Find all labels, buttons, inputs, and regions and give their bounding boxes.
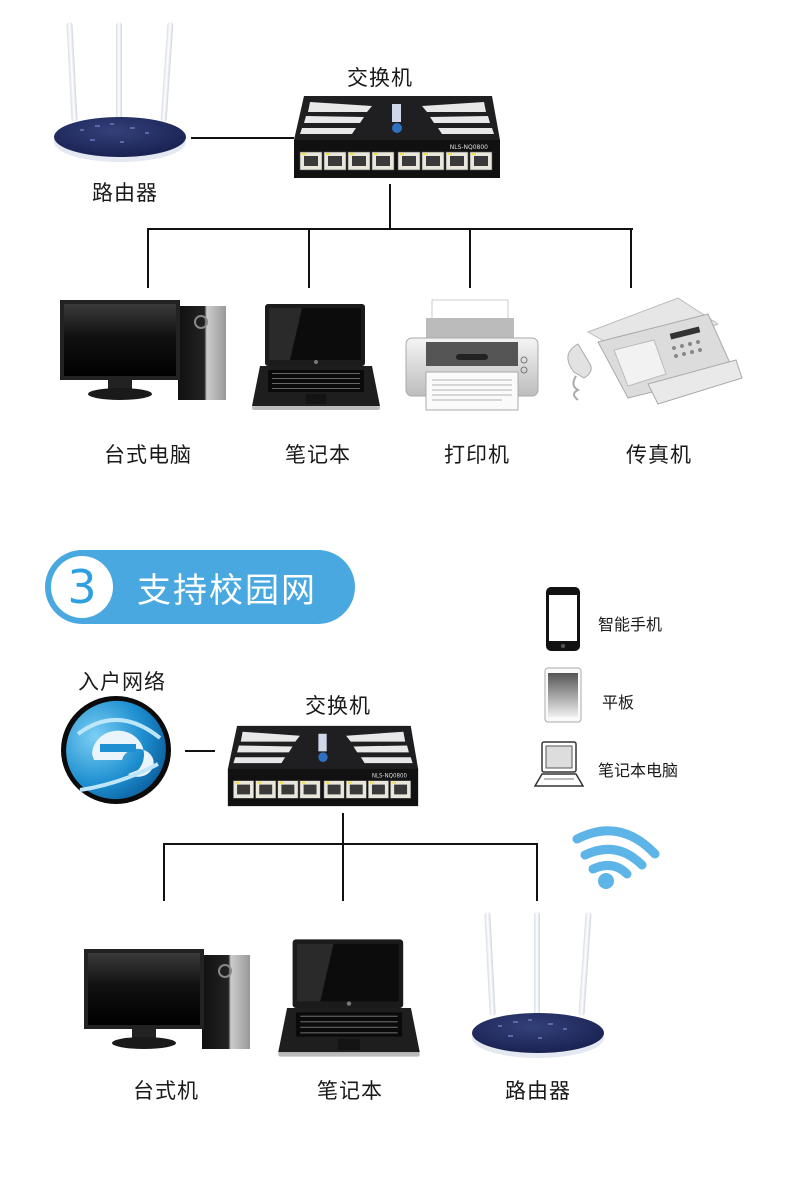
network-switch-icon: NLS-NQ0800 <box>294 96 500 178</box>
connector-line <box>469 228 471 288</box>
laptop-image <box>250 302 382 412</box>
connector-line <box>185 750 215 752</box>
tablet-icon <box>544 667 582 723</box>
connector-line <box>342 843 344 901</box>
legend-item-tablet: 平板 <box>540 667 740 725</box>
wifi-image <box>565 812 665 892</box>
internet-explorer-icon <box>61 696 171 804</box>
network-switch-image: NLS-NQ0800 <box>226 722 420 812</box>
laptop-icon <box>252 304 380 410</box>
connector-line <box>630 228 632 288</box>
printer-icon <box>405 299 539 411</box>
device-label: 传真机 <box>626 443 692 467</box>
device-label: 台式电脑 <box>104 443 192 467</box>
legend-item-laptop: 笔记本电脑 <box>534 740 744 790</box>
router-image <box>470 908 615 1058</box>
desktop-computer-icon <box>84 949 250 1049</box>
device-label: 笔记本 <box>285 443 351 467</box>
router-icon <box>472 912 604 1058</box>
laptop-image <box>276 936 422 1060</box>
device-label: 打印机 <box>444 443 510 467</box>
desktop-computer-image <box>82 944 252 1056</box>
device-label: 路由器 <box>505 1079 571 1103</box>
connector-line <box>163 843 165 901</box>
device-label: 台式机 <box>133 1079 199 1103</box>
connector-line <box>389 184 391 230</box>
wifi-icon <box>572 826 660 889</box>
legend-label: 平板 <box>602 693 635 712</box>
connector-line <box>147 228 633 230</box>
device-label: 笔记本 <box>317 1079 383 1103</box>
switch-model-text: NLS-NQ0800 <box>372 774 408 780</box>
fax-machine-image <box>558 294 744 414</box>
router-label: 路由器 <box>92 181 158 205</box>
switch-label: 交换机 <box>347 66 413 90</box>
network-switch-image: NLS-NQ0800 <box>292 92 502 184</box>
laptop-outline-icon <box>534 741 584 787</box>
internet-label: 入户网络 <box>78 670 166 694</box>
legend-label: 智能手机 <box>598 615 663 634</box>
switch-label: 交换机 <box>305 694 371 718</box>
legend-label: 笔记本电脑 <box>598 761 679 780</box>
printer-image <box>402 298 542 413</box>
connector-line <box>163 843 538 845</box>
section-banner: 3 支持校园网 <box>45 550 355 624</box>
internet-image <box>58 690 178 808</box>
connector-line <box>536 843 538 901</box>
laptop-icon <box>278 939 420 1057</box>
connector-line <box>342 813 344 844</box>
fax-machine-icon <box>567 297 743 405</box>
desktop-computer-image <box>58 296 228 406</box>
switch-model-text: NLS-NQ0800 <box>450 144 488 151</box>
section-title: 支持校园网 <box>137 571 317 611</box>
connector-line <box>308 228 310 288</box>
desktop-computer-icon <box>60 300 226 400</box>
connector-line <box>191 137 294 139</box>
section-number-badge: 3 <box>51 556 113 618</box>
connector-line <box>147 228 149 288</box>
router-image <box>50 18 195 163</box>
network-switch-icon: NLS-NQ0800 <box>227 725 419 807</box>
router-icon <box>54 22 186 162</box>
legend-item-smartphone: 智能手机 <box>540 586 740 654</box>
smartphone-icon <box>546 587 580 651</box>
